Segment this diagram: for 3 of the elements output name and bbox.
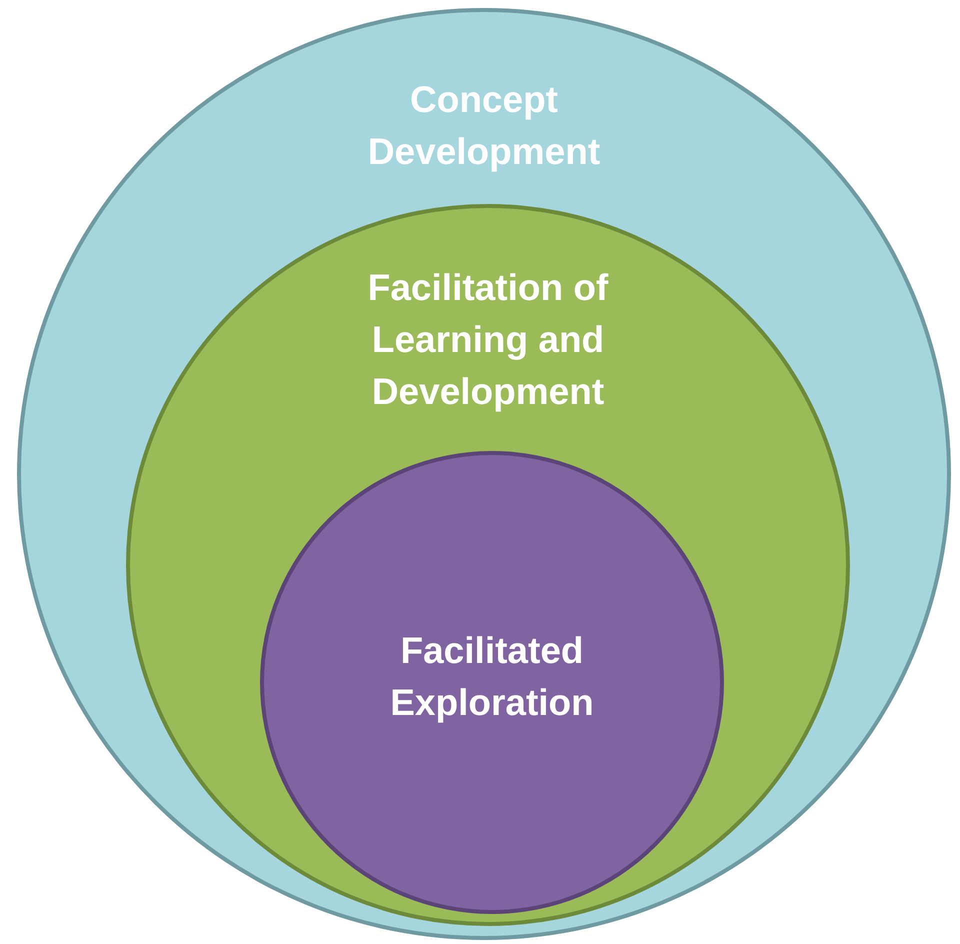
circle-label: Concept Development: [366, 78, 602, 174]
circle-label: Facilitated Exploration: [389, 629, 595, 725]
circle-label: Facilitation of Learning and Development: [366, 266, 610, 414]
